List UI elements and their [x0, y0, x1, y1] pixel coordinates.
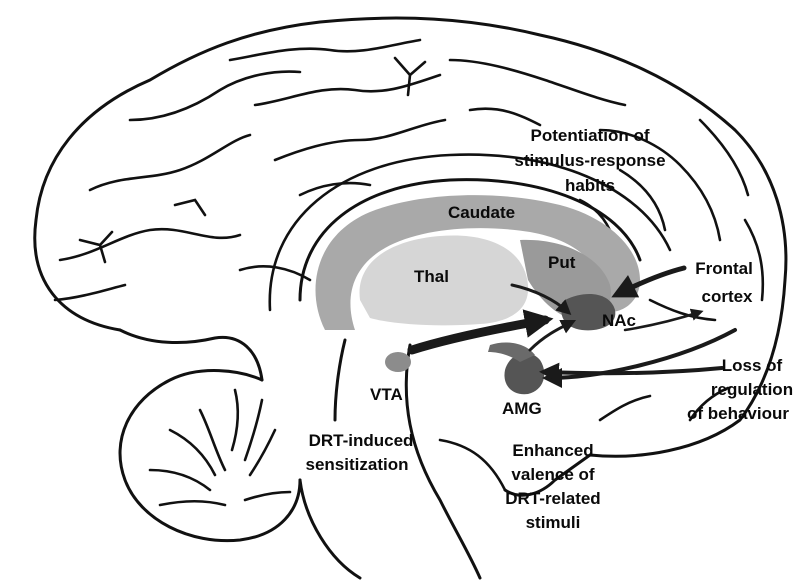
- annotation-loss-line1: Loss of: [722, 356, 783, 375]
- annotation-loss-line3: of behaviour: [687, 404, 789, 423]
- label-nac: NAc: [602, 311, 636, 330]
- brain-outline: [33, 16, 788, 497]
- label-vta: VTA: [370, 385, 403, 404]
- label-cortex: cortex: [701, 287, 753, 306]
- cingulate-sulcus: [268, 153, 672, 312]
- label-thalamus: Thal: [414, 267, 449, 286]
- frontal-to-amg-arrow: [542, 328, 737, 388]
- label-caudate: Caudate: [448, 203, 515, 222]
- label-frontal: Frontal: [695, 259, 753, 278]
- annotation-labels: Potentiation of stimulus-response habits…: [306, 126, 794, 532]
- annotation-habits-line2: stimulus-response: [514, 151, 665, 170]
- annotation-valence-line2: valence of: [511, 465, 594, 484]
- annotation-habits-line1: Potentiation of: [531, 126, 650, 145]
- amg-to-nac-arrow: [528, 319, 577, 352]
- annotation-habits-line3: habits: [565, 176, 615, 195]
- amygdala-shape: [504, 353, 545, 395]
- cerebellum: [118, 369, 302, 543]
- frontal-to-nac-arrow: [611, 265, 687, 298]
- annotation-loss-line2: regulation: [711, 380, 793, 399]
- label-putamen: Put: [548, 253, 576, 272]
- put-to-nac-arrow: [510, 283, 572, 316]
- brainstem: [298, 338, 507, 580]
- regulation-arrow: [539, 362, 724, 383]
- nac-to-frontal-arrow: [623, 308, 704, 332]
- annotation-valence-line3: DRT-related: [505, 489, 600, 508]
- corpus-callosum-outline: [298, 178, 642, 302]
- pathway-arrows: [407, 265, 737, 388]
- annotation-valence-line1: Enhanced: [512, 441, 593, 460]
- annotation-sensitization-line2: sensitization: [306, 455, 409, 474]
- thalamus-shape: [359, 235, 529, 326]
- region-labels: Caudate Thal Put NAc VTA AMG Frontal cor…: [370, 203, 753, 418]
- annotation-valence-line4: stimuli: [526, 513, 581, 532]
- vta-to-nac-arrow: [407, 309, 554, 355]
- caudate-shape: [315, 195, 640, 330]
- label-amg: AMG: [502, 399, 542, 418]
- vta-shape: [385, 352, 411, 372]
- amygdala-tract: [488, 342, 535, 362]
- annotation-sensitization-line1: DRT-induced: [309, 431, 414, 450]
